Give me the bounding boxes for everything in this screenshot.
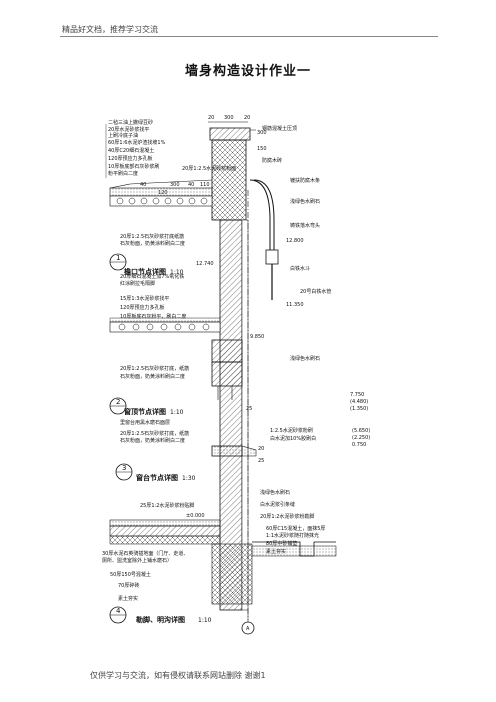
wall-column [219,190,249,620]
plinth-note-2: 30厚水泥石英骑插地面（门厅、走道、 [102,550,188,557]
plinth-note-4: 50厚150号混凝土 [110,571,151,578]
axis-label: A [246,626,250,632]
parapet-dim-5: 120 [158,190,168,196]
plinth-note-6: 素土夯实 [118,595,138,602]
parapet-dim-3: 40 [188,182,194,188]
detail-3-window-sill: 里窗台用黑水磨石面层 20厚1:2.5石灰砂浆打底，纸筋 石灰粉面，奶黄涂料刷白… [120,419,370,464]
detail-2-label: 2 窗顶节点详图 1:10 [109,397,184,416]
plinth-note-0: 25厚1:2水泥砂浆粉贴脚 [140,502,194,509]
eave-note-6: 10厚板底石灰粉平，刷白二度 [120,313,186,320]
plinth-right-1: 白水泥浆引条缝 [260,501,295,508]
page-footer: 仅供学习与交流，如有侵权请联系网站删除 谢谢1 [90,670,266,681]
detail-1-num: 1 [116,254,120,262]
plinth-right-5: 80厚中砂铺垫 [266,540,297,547]
plinth-note-1: ±0.000 [186,513,205,519]
detail-1-title: 檐口节点详图 [124,267,166,276]
window-elev-1: (4.480) [350,399,368,405]
roof-layer-5: 120厚预应力多孔板 [108,155,153,162]
window-note-1: 石灰粉面，奶黄涂料刷白二度 [120,373,185,380]
right-label-2: 镀扶防腐木条 [290,177,320,184]
elev-0: 12.800 [286,238,304,244]
parapet-dim-2: 300 [170,182,180,188]
small-dim-3: 25 [258,458,264,464]
roof-layer-4: 40厚C20细石混凝土 [108,147,154,154]
top-dim-3: 20 [244,115,250,121]
sill-right-1: 白水泥加10%胶刷白 [270,435,316,442]
detail-2-title: 窗顶节点详图 [124,407,166,416]
plinth-right-0: 浅绿色水刷石 [260,489,290,496]
plinth-right-4: 1:1水泥砂浆随打随抹光 [266,532,319,539]
eave-note-1: 石灰粉面，奶黄涂料刷白二度 [120,240,185,247]
footer-text: 仅供学习与交流，如有侵权请联系网站删除 谢谢 [90,671,261,680]
window-elev-2: (1.350) [350,406,368,412]
parapet-dim-4: 110 [200,182,210,188]
sill-note-2: 石灰粉面，奶黄涂料刷白二度 [120,437,185,444]
right-label-3: 浅绿色水刷石 [290,198,320,205]
roof-layer-2: 上刷冷底子油 [108,132,138,139]
roof-layer-0: 二毡三油上撒绿豆砂 [108,119,153,126]
window-elev-0: 7.750 [350,392,364,398]
roof-layer-3: 60厚1:6水泥炉渣找坡1% [108,139,166,146]
detail-2-num: 2 [116,398,120,406]
eave-note-0: 20厚1:2.5石灰砂浆打底纸筋 [120,233,184,240]
detail-2-window-head: 20厚1:2.5石灰砂浆打底，纸筋 石灰粉面，奶黄涂料刷白二度 7.750 (4… [120,339,368,412]
roof-layer-7: 粉平刷白二度 [108,170,138,177]
elev-2: 11.350 [286,302,304,308]
header-divider [60,36,438,37]
top-dim-2: 300 [224,115,234,121]
detail-3-scale: 1:30 [182,475,196,482]
right-label-7: 浅绿色水刷石 [290,355,320,362]
sill-elev-0: (5.650) [352,428,370,434]
small-dim-1: 25 [246,406,252,412]
sill-elev-1: (2.250) [352,435,370,441]
right-label-4: 铸铁落水弯头 [290,222,320,229]
detail-4-label: 4 勒脚、明沟详图 1:10 [109,606,212,624]
wall-section-drawing: 20 300 20 300 150 二毡三油上撒绿豆砂 20厚水泥砂浆找平 上刷… [102,115,370,635]
detail-4-scale: 1:10 [198,617,212,624]
right-label-1: 防腐木砖 [262,157,282,164]
detail-3-num: 3 [122,464,126,472]
detail-4-title: 勒脚、明沟详图 [136,615,185,624]
right-label-0: 钢筋混凝土压顶 [262,125,297,132]
detail-4-num: 4 [116,607,121,615]
plinth-right-3: 60厚C15混凝土，面抹5厚 [266,525,325,532]
eave-note-5: 120厚预应力多孔板 [120,304,165,311]
page-header: 精品好文档，推荐学习交流 [62,25,158,34]
sill-right-0: 1:2.5水泥砂浆粉刷 [270,427,313,434]
eave-note-3: 红涂刷拉毛隔脚 [120,280,155,287]
roof-layer-6: 10厚板底部石灰砂浆刷 [108,163,159,170]
sill-elev-2: 0.750 [352,442,366,448]
window-note-0: 20厚1:2.5石灰砂浆打底，纸筋 [120,365,189,372]
small-dim-2: 20 [258,446,264,452]
plinth-note-3: 厕所、盥洗室除外上铺水磨石） [102,557,172,564]
detail-4-plinth: 25厚1:2水泥砂浆粉贴脚 ±0.000 30厚水泥石英骑插地面（门厅、走道、 … [102,489,337,605]
detail-2-scale: 1:10 [170,409,184,416]
eave-note-2: 20厚细石混凝土加7%氧化铁 [120,273,184,280]
page-title: 墙身构造设计作业一 [184,64,311,79]
sill-note-1: 20厚1:2.5石灰砂浆打底，纸筋 [120,430,189,437]
small-note: 20厚1:2.5水泥砂浆粉面 [182,165,236,172]
detail-1-label: 1 檐口节点详图 1:10 [109,253,184,276]
roof-layer-1: 20厚水泥砂浆找平 [108,126,149,133]
sill-note-0: 里窗台用黑水磨石面层 [120,419,170,426]
elev-3: 9.850 [250,334,264,340]
plinth-right-2: 20厚1:2水泥砂浆粉勒脚 [260,513,314,520]
side-dim-1: 300 [257,130,267,136]
parapet-dim-1: 40 [140,182,146,188]
right-label-6: 20号白铁水管 [300,288,331,295]
axis-bubble: A [241,610,255,635]
top-dim-1: 20 [208,115,214,121]
plinth-note-5: 70厚碎砖 [118,582,139,589]
right-label-5: 白铁水斗 [290,265,310,272]
detail-1-eave: 20 300 20 300 150 二毡三油上撒绿豆砂 20厚水泥砂浆找平 上刷… [105,115,331,362]
plinth-right-6: 素土夯实 [266,548,286,555]
detail-3-label: 3 窗台节点详图 1:30 [115,463,196,482]
elev-1: 12.740 [196,261,214,267]
side-dim-2: 150 [257,146,267,152]
detail-3-title: 窗台节点详图 [136,473,178,482]
detail-1-scale: 1:10 [170,269,184,276]
eave-note-4: 15厚1:3水泥砂浆找平 [120,295,169,302]
page-number: 1 [260,671,266,680]
